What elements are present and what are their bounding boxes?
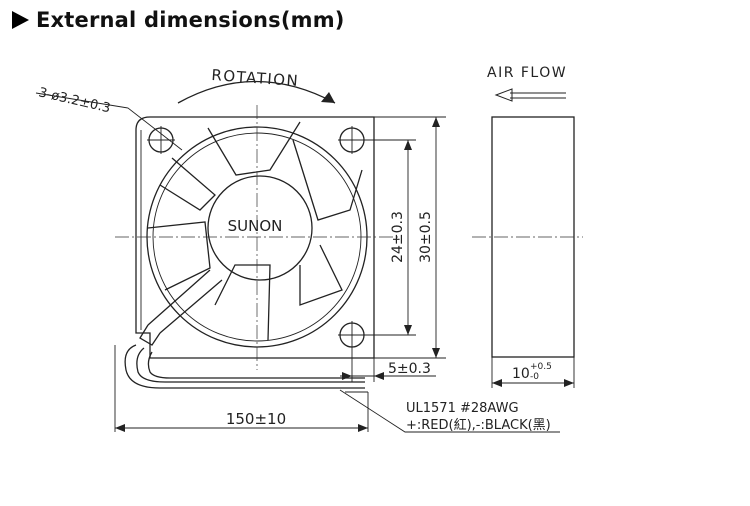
flange-dimension: 5±0.3	[340, 349, 436, 382]
air-flow-label: AIR FLOW	[487, 65, 567, 81]
thickness-tol-lower: -0	[530, 372, 539, 382]
lead-wires	[124, 344, 368, 393]
rotation-indicator: ROTATION	[177, 66, 336, 104]
lead-length-dimension: 150±10	[114, 345, 369, 432]
fan-hub	[207, 175, 313, 281]
triangle-bullet-icon	[12, 11, 29, 29]
thickness-tol-upper: +0.5	[530, 362, 552, 372]
flange-dim: 5±0.3	[388, 361, 431, 377]
page-title-text: External dimensions(mm)	[36, 8, 345, 32]
hole-spec-label: 3-ø3.2±0.3	[37, 85, 112, 116]
fan-front-view: SUNON	[115, 105, 400, 370]
inner-height-dim: 24±0.3	[390, 211, 406, 263]
air-flow-arrow-icon	[494, 88, 513, 102]
fan-blade	[147, 221, 211, 291]
fan-side-view: AIR FLOW 10 +0.5 -0	[472, 65, 583, 388]
fan-blade	[299, 244, 343, 306]
lead-length-dim: 150±10	[226, 410, 286, 428]
rotation-label: ROTATION	[211, 66, 300, 90]
rotation-arrow-icon	[321, 92, 335, 103]
wire-spec-line1: UL1571 #28AWG	[406, 401, 519, 416]
fan-blade	[292, 139, 363, 221]
fan-blade	[214, 264, 271, 341]
wire-spec-line2: +:RED(紅),-:BLACK(黑)	[406, 418, 551, 433]
wire-spec-callout: UL1571 #28AWG +:RED(紅),-:BLACK(黑)	[339, 389, 560, 433]
thickness-dim: 10	[512, 366, 530, 382]
fan-blade	[207, 121, 301, 176]
outer-height-dim: 30±0.5	[418, 211, 434, 263]
fan-blade	[159, 157, 216, 211]
hub-brand-label: SUNON	[228, 217, 283, 235]
height-dimensions: 24±0.3 30±0.5	[366, 116, 446, 359]
page-title: External dimensions(mm)	[12, 8, 345, 32]
